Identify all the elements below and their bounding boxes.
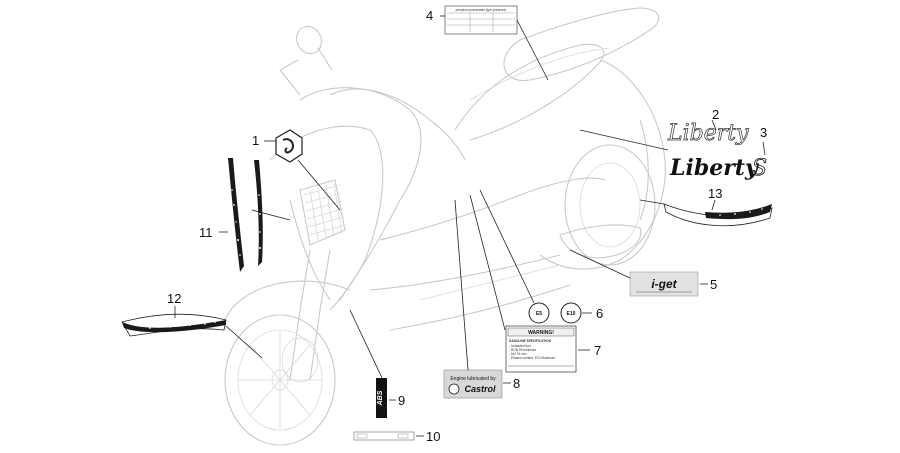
callout-1: 1	[252, 133, 259, 148]
callout-11: 11	[199, 225, 213, 240]
callout-2: 2	[712, 107, 719, 122]
gasoline-title: GASOLINE SPECIFICATION	[509, 339, 552, 343]
decal-9-abs-strip: ABS	[376, 378, 387, 418]
mirror	[296, 25, 333, 71]
e5-badge-text: E5	[536, 311, 542, 317]
warning-title: WARNING!	[528, 330, 554, 336]
iget-logo-text: i-get	[651, 277, 677, 291]
engine-lubricated-text: Engine lubricated by	[450, 376, 496, 382]
callout-numbers: 1 2 3 4 5 6 7 8 9 10 11 12 13	[167, 8, 767, 444]
callout-9: 9	[398, 393, 405, 408]
grille-pattern	[302, 183, 346, 241]
callout-13: 13	[708, 186, 722, 201]
decal-11-side-stripes	[228, 158, 263, 272]
decal-6-fuel-badges: E5 E10	[528, 302, 582, 324]
callout-8: 8	[513, 376, 520, 391]
decal-10-small-labels	[353, 431, 415, 441]
e10-badge-text: E10	[567, 311, 576, 317]
gasoline-line: - RON 95 minimum	[509, 348, 537, 352]
callout-7: 7	[594, 343, 601, 358]
gasoline-line: - Unleaded fuel	[509, 344, 531, 348]
liberty-script-text: Liberty	[667, 121, 749, 146]
decal-2-liberty-script: Liberty	[667, 121, 750, 147]
abs-text: ABS	[377, 390, 384, 406]
leader-lines	[174, 15, 766, 437]
gasoline-line: - AKI 91 min	[509, 352, 527, 356]
decal-4-tyre-pressure-label: pressioni pneumatici (tyre pressure)	[444, 5, 518, 35]
callout-3: 3	[760, 125, 767, 140]
decal-1-hex-badge	[275, 129, 303, 163]
callout-10: 10	[426, 429, 440, 444]
liberty-s-script-text: Liberty	[669, 155, 760, 181]
tyre-pressure-title: pressioni pneumatici (tyre pressure)	[456, 8, 507, 12]
decal-12-curved-stripe	[121, 313, 227, 337]
callout-4: 4	[426, 8, 433, 23]
decal-8-castrol-label: Engine lubricated by Castrol	[443, 369, 503, 399]
callout-6: 6	[596, 306, 603, 321]
decal-5-iget-label: i-get	[629, 271, 699, 297]
callout-12: 12	[167, 291, 181, 306]
decal-13-curved-stripe	[663, 203, 773, 227]
decal-3-liberty-s-script: Liberty S	[669, 155, 767, 181]
decal-7-gasoline-spec-label: WARNING! GASOLINE SPECIFICATION - Unlead…	[505, 325, 577, 373]
liberty-s-suffix-text: S	[752, 156, 767, 181]
gasoline-line: - Ethanol content: E10 Maximum	[509, 356, 556, 360]
callout-5: 5	[710, 277, 717, 292]
castrol-logo-text: Castrol	[464, 384, 496, 394]
